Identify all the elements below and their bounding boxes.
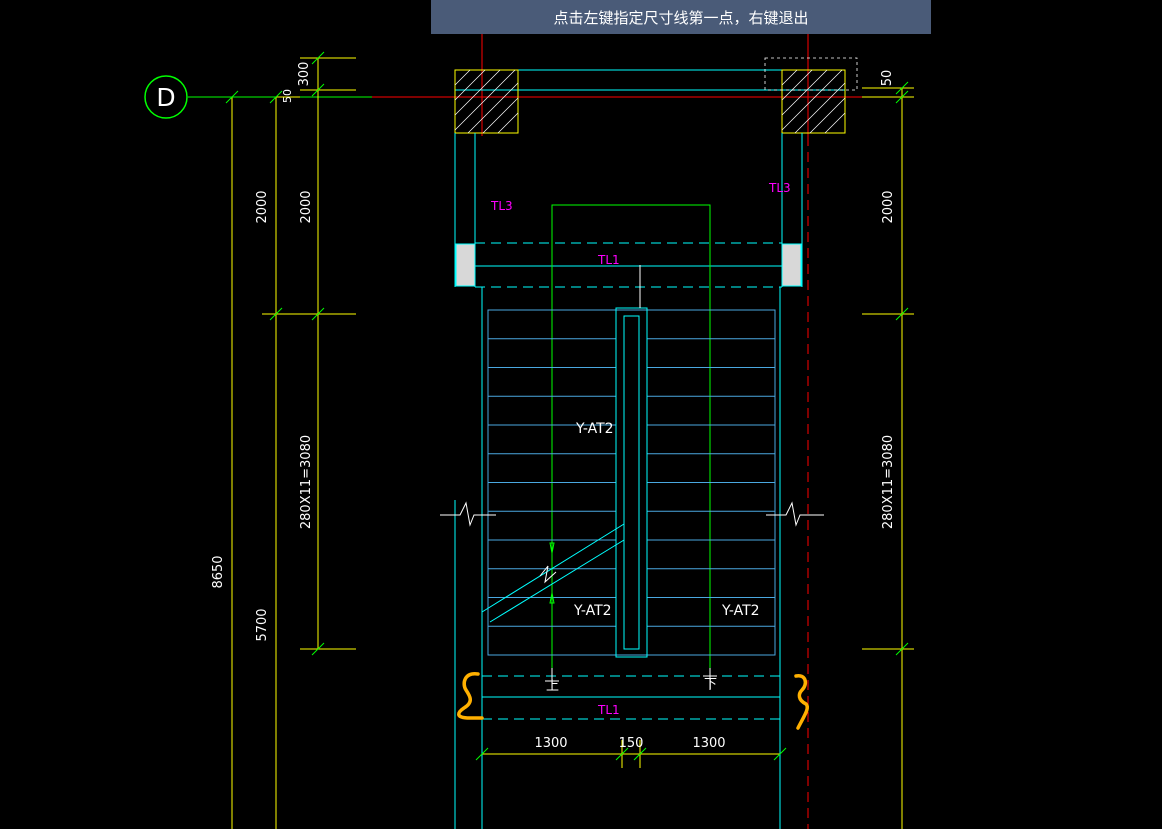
side-walls (454, 133, 803, 829)
dim-left-2000-b: 2000 (299, 190, 314, 223)
tl1-top-beam (475, 242, 782, 288)
columns (454, 57, 858, 134)
side-break-markers (440, 501, 824, 527)
left-dimension-ticks (225, 51, 325, 656)
flight-arrow (549, 542, 555, 604)
orange-annotation-marks (457, 672, 810, 730)
central-handrail (481, 265, 648, 658)
dim-left-300: 300 (297, 62, 312, 87)
dim-right-2000: 2000 (881, 190, 896, 223)
label-tl3-right: TL3 (768, 181, 791, 195)
dim-left-5700: 5700 (255, 608, 270, 641)
red-reference-lines (372, 34, 862, 829)
stair-flights (487, 309, 776, 656)
label-tl1-top: TL1 (597, 253, 620, 267)
command-prompt-text: 点击左键指定尺寸线第一点，右键退出 (553, 8, 809, 27)
flight-break-marker (539, 565, 557, 584)
dim-right-stair: 280X11=3080 (881, 435, 896, 529)
label-yat2-left: Y-AT2 (573, 603, 612, 619)
right-dimension-ticks (895, 81, 909, 656)
command-prompt-bar: 点击左键指定尺寸线第一点，右键退出 (431, 0, 931, 34)
left-dimension-lines (231, 57, 356, 829)
dim-bottom-left: 1300 (534, 736, 567, 751)
dim-bottom-right: 1300 (692, 736, 725, 751)
label-up: 上 (546, 679, 559, 694)
up-down-markers (545, 668, 717, 690)
landing-posts (455, 243, 802, 287)
label-yat2-right: Y-AT2 (721, 603, 760, 619)
label-yat2-top: Y-AT2 (575, 421, 614, 437)
dim-bottom-mid: 150 (619, 736, 644, 751)
dim-left-50: 50 (281, 89, 294, 103)
right-dimension-lines (862, 87, 914, 829)
bottom-dimension-ticks (475, 747, 787, 761)
label-down: 下 (704, 677, 717, 692)
dim-left-2000-a: 2000 (255, 190, 270, 223)
axis-d-label: D (156, 83, 175, 112)
dim-left-8650: 8650 (211, 555, 226, 588)
dim-right-50: 50 (880, 70, 895, 87)
label-tl1-bottom: TL1 (597, 703, 620, 717)
inner-green-frame (551, 204, 711, 668)
axis-d-bubble: D (144, 75, 188, 119)
dim-left-stair: 280X11=3080 (299, 435, 314, 529)
tl1-bottom-beam (482, 675, 780, 720)
label-tl3-left: TL3 (490, 199, 513, 213)
